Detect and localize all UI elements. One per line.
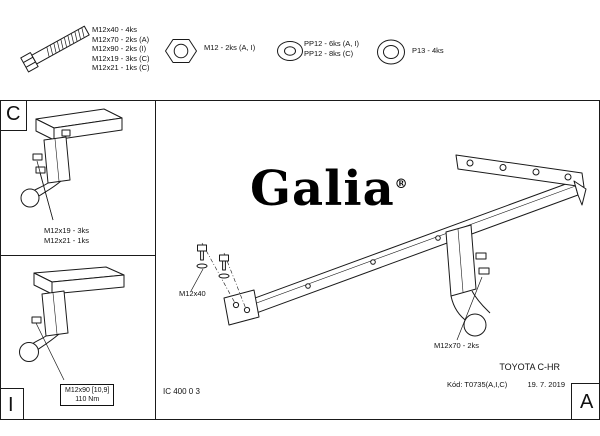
washer-p13-spec-label: P13 - 4ks — [412, 46, 444, 55]
torque-value-label: 110 Nm — [75, 396, 100, 403]
bolt-spec-label: M12x19 - 3ks (C) — [92, 53, 150, 63]
washer-pp12-spec-label: PP12 - 6ks (A, I) — [304, 39, 360, 48]
detail-i-cell: I — [0, 388, 24, 420]
doc-number: IC 400 0 3 — [163, 387, 200, 396]
code-row: Kód: T0735(A,I,C) 19. 7. 2019 — [447, 380, 565, 389]
torque-box: M12x90 [10,9] 110 Nm — [60, 384, 115, 406]
bolt-spec-label: M12x70 - 2ks (A) — [92, 34, 150, 44]
vehicle-model: TOYOTA C-HR — [499, 362, 560, 372]
detail-c-spec-label: M12x21 - 1ks — [44, 235, 90, 245]
detail-i-letter: I — [8, 394, 14, 416]
part-code: Kód: T0735(A,I,C) — [447, 380, 508, 389]
torque-bolt-label: M12x90 [10,9] — [65, 387, 110, 394]
detail-i-drawing — [19, 266, 125, 381]
detail-c-cell: C — [0, 100, 27, 131]
detail-c-drawing — [20, 108, 123, 221]
washer-pp12-icon — [277, 41, 303, 61]
left-column-divider — [155, 100, 156, 420]
brand-name: Galia — [250, 161, 395, 217]
bolt-spec-label: M12x90 - 2ks (I) — [92, 44, 147, 53]
issue-date: 19. 7. 2019 — [527, 380, 565, 389]
detail-c-letter: C — [6, 103, 21, 125]
washer-pp12-spec-list: PP12 - 6ks (A, I) PP12 - 8ks (C) — [304, 39, 359, 58]
detail-panels-divider — [0, 255, 155, 256]
galia-logo: Galia® — [250, 160, 440, 214]
registered-mark: ® — [394, 177, 408, 192]
bolt-spec-label: M12x40 - 4ks — [92, 25, 138, 34]
main-assembly-drawing — [190, 154, 587, 341]
bolt-icon — [20, 25, 90, 73]
washer-pp12-spec-label: PP12 - 8ks (C) — [304, 48, 354, 58]
nut-icon — [165, 39, 197, 63]
main-bolt-left-label: M12x40 — [179, 289, 206, 298]
detail-c-spec-list: M12x19 - 3ks M12x21 - 1ks — [44, 226, 89, 245]
detail-c-spec-label: M12x19 - 3ks — [44, 226, 90, 235]
nut-spec-label: M12 - 2ks (A, I) — [204, 43, 256, 52]
main-bolt-right-label: M12x70 - 2ks — [434, 341, 480, 350]
revision-cell: A — [571, 383, 600, 420]
revision-letter: A — [580, 391, 594, 413]
bolt-spec-label: M12x21 - 1ks (C) — [92, 63, 150, 72]
washer-p13-icon — [377, 39, 405, 65]
bolt-spec-list: M12x40 - 4ks M12x70 - 2ks (A) M12x90 - 2… — [92, 25, 150, 73]
